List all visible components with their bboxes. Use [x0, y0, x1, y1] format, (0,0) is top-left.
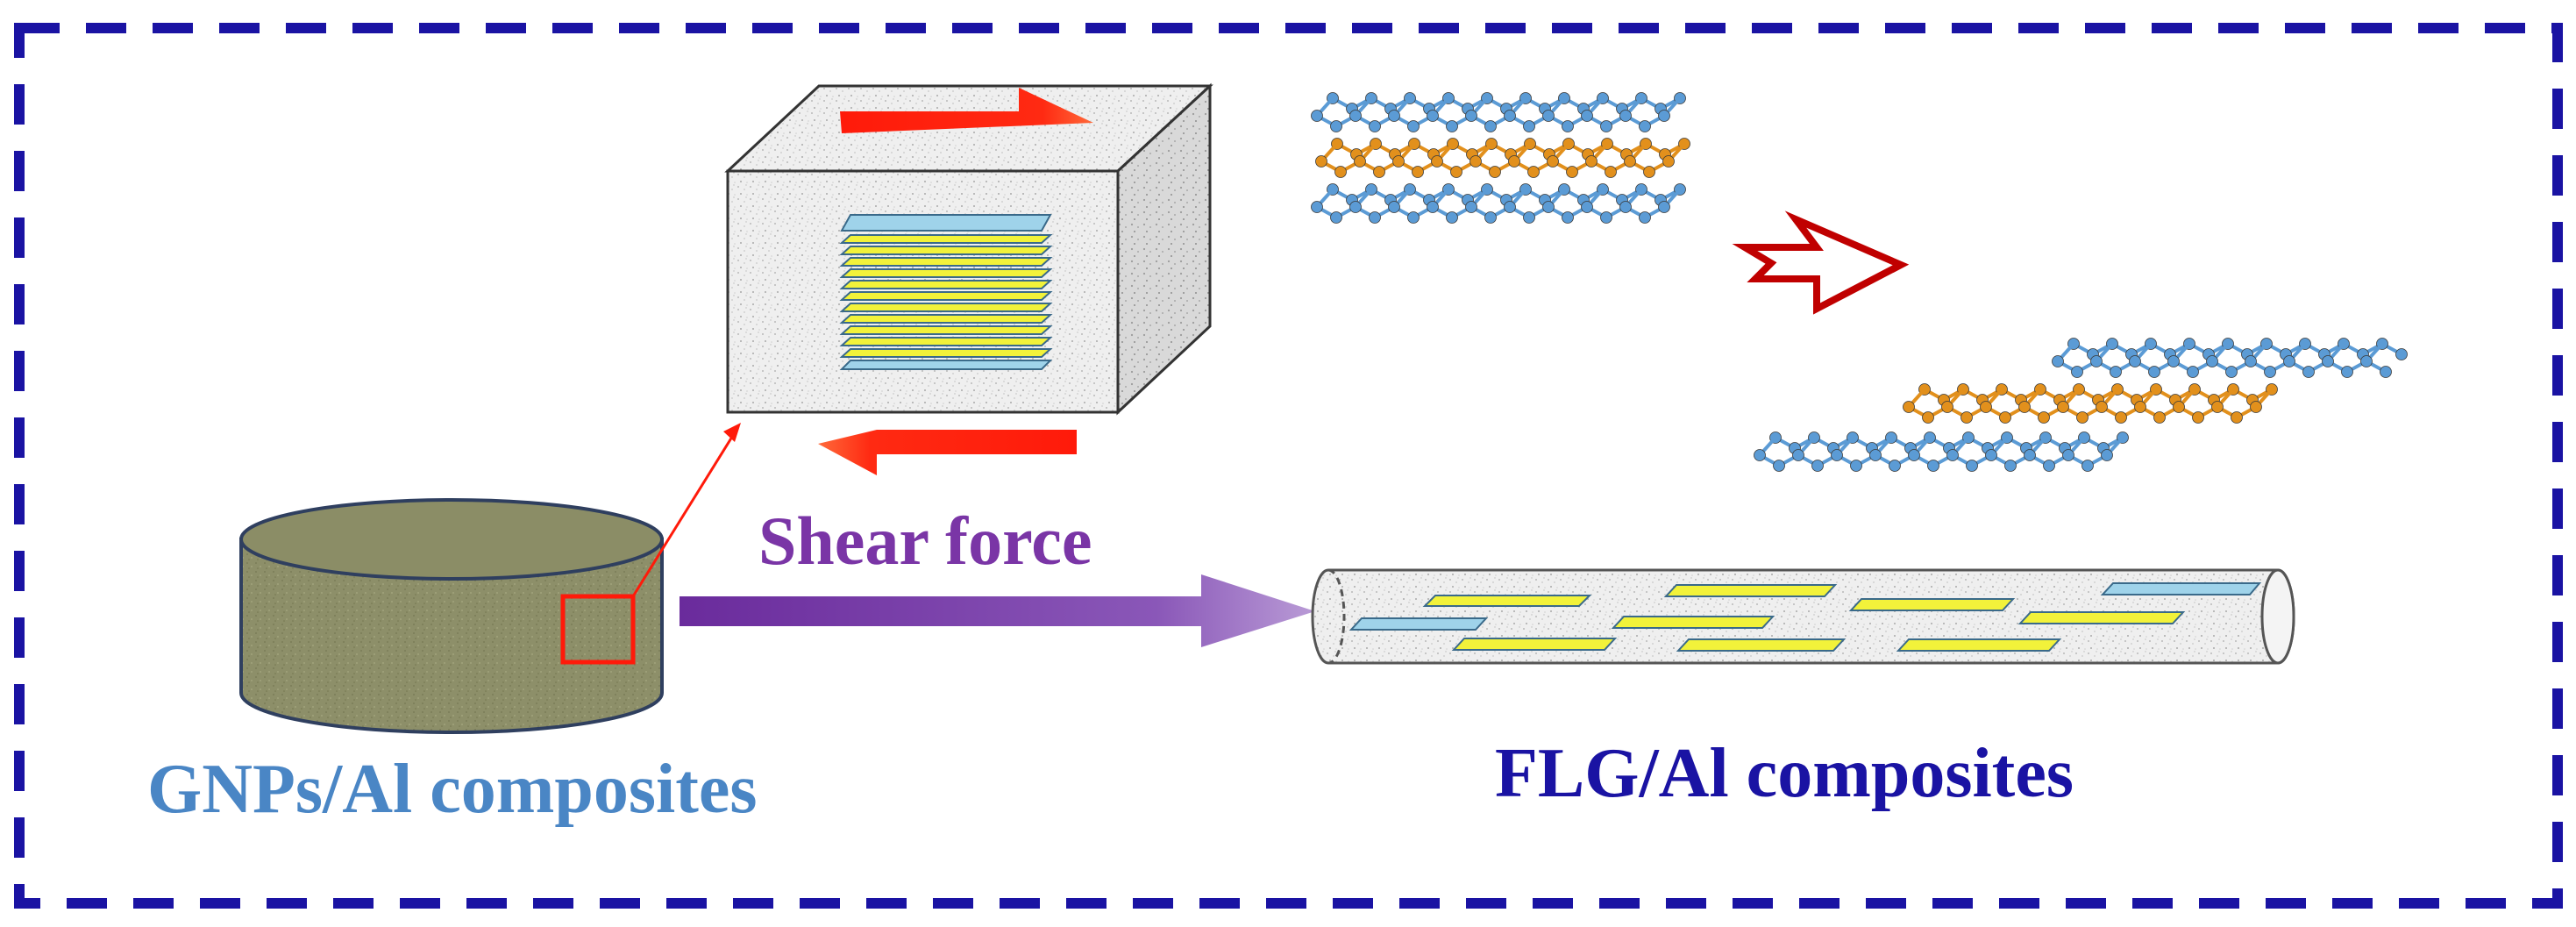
zoom-box — [560, 594, 636, 665]
rod-flakes — [1348, 582, 2262, 652]
matrix-cube — [724, 82, 1213, 416]
shear-force-label: Shear force — [758, 503, 1092, 579]
graphene-sheet-top-orange — [1315, 138, 1690, 178]
graphene-layers — [1311, 92, 2408, 472]
graphene-sheet-top-blue — [1311, 92, 1686, 132]
zoom-arrowhead — [723, 423, 741, 442]
graphene-sheet-shifted-blue — [2052, 338, 2408, 378]
graphene-sheet-top-blue-2 — [1311, 183, 1686, 224]
shear-arrow-bottom — [818, 430, 1077, 475]
gnps-al-composites-label: GNPs/Al composites — [147, 751, 758, 828]
gnp-stack — [839, 214, 1053, 370]
process-arrow — [680, 574, 1315, 647]
dashed-frame — [14, 23, 2563, 909]
zoom-line — [631, 436, 734, 597]
transition-arrow-icon — [1732, 210, 1910, 315]
graphene-sheet-shifted-orange — [1903, 383, 2278, 424]
graphene-sheet-shifted-blue-2 — [1754, 431, 2129, 472]
shear-arrow-top — [840, 88, 1093, 133]
billet — [239, 498, 664, 734]
flg-al-composites-label: FLG/Al composites — [1495, 735, 2074, 812]
